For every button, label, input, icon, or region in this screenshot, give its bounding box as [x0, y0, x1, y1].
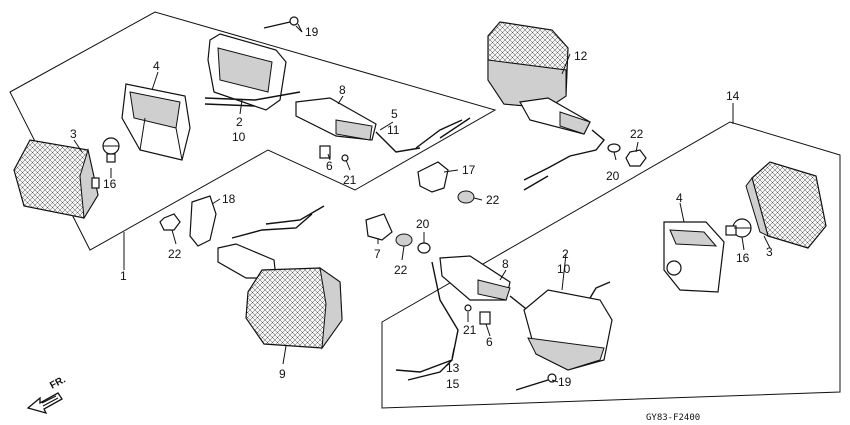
- callout-12: 12: [574, 49, 588, 63]
- nut-right: [625, 149, 647, 167]
- callout-17: 17: [462, 163, 476, 177]
- callout-6: 6: [326, 159, 333, 173]
- bracket-18: [189, 195, 217, 247]
- screw-top: [263, 16, 303, 33]
- callout-8: 8: [502, 257, 509, 271]
- bulb-right: [725, 218, 752, 238]
- callout-19: 19: [305, 25, 319, 39]
- front-right-case: [663, 221, 725, 293]
- front-left-case: [121, 83, 191, 161]
- callout-20: 20: [606, 169, 620, 183]
- callout-16: 16: [103, 177, 117, 191]
- rubber-grommet-7: [365, 213, 393, 241]
- front-left-housing: [204, 33, 301, 111]
- callout-16: 16: [736, 251, 750, 265]
- washer-right: [607, 143, 621, 153]
- callout-8: 8: [339, 83, 346, 97]
- callout-22: 22: [630, 127, 644, 141]
- front-right-lens: [745, 161, 827, 249]
- callout-18: 18: [222, 192, 236, 206]
- callout-22: 22: [168, 247, 182, 261]
- front-left-lens: [13, 139, 100, 220]
- callout-21: 21: [463, 323, 477, 337]
- callout-3: 3: [70, 127, 77, 141]
- callout-2: 2: [562, 247, 569, 261]
- rear-lower-left-unit: [217, 205, 343, 350]
- callout-13: 13: [446, 361, 460, 375]
- group-outline-front-left: [9, 11, 497, 251]
- nut-22-lower: [395, 233, 413, 247]
- callout-22: 22: [394, 263, 408, 277]
- callout-14: 14: [726, 89, 740, 103]
- diagram-code: GY83-F2400: [646, 413, 700, 423]
- nut-22-left: [159, 213, 181, 231]
- callout-22: 22: [486, 193, 500, 207]
- front-left-socket-and-wire: [295, 97, 471, 162]
- rear-upper-unit: [487, 21, 605, 191]
- group-outline-front-right: [381, 121, 841, 409]
- callout-21: 21: [343, 173, 357, 187]
- callout-19: 19: [558, 375, 572, 389]
- callout-3: 3: [766, 245, 773, 259]
- front-right-housing-and-socket: [395, 255, 613, 381]
- callout-4: 4: [153, 59, 160, 73]
- callout-5: 5: [391, 107, 398, 121]
- callout-10: 10: [557, 262, 571, 276]
- bulb-left: [102, 137, 120, 163]
- screw-bottom: [515, 373, 557, 391]
- callout-11: 11: [387, 123, 400, 137]
- callout-4: 4: [676, 191, 683, 205]
- callout-2: 2: [236, 115, 243, 129]
- callout-20: 20: [416, 217, 430, 231]
- front-direction-arrow: FR.: [26, 374, 68, 415]
- washer-20-lower: [417, 242, 431, 254]
- nut-22-middle: [457, 190, 475, 204]
- callout-6: 6: [486, 335, 493, 349]
- bracket-17: [417, 161, 449, 193]
- callout-7: 7: [374, 247, 381, 261]
- direction-label: FR.: [48, 374, 68, 391]
- callout-9: 9: [279, 367, 286, 381]
- callout-10: 10: [232, 130, 246, 144]
- callouts: 1 3 16 4 2 10 8 5 11 6 21 19 12 14 22 20…: [70, 25, 773, 391]
- callout-1: 1: [120, 269, 127, 283]
- callout-15: 15: [446, 377, 460, 391]
- leader-lines: [73, 25, 771, 383]
